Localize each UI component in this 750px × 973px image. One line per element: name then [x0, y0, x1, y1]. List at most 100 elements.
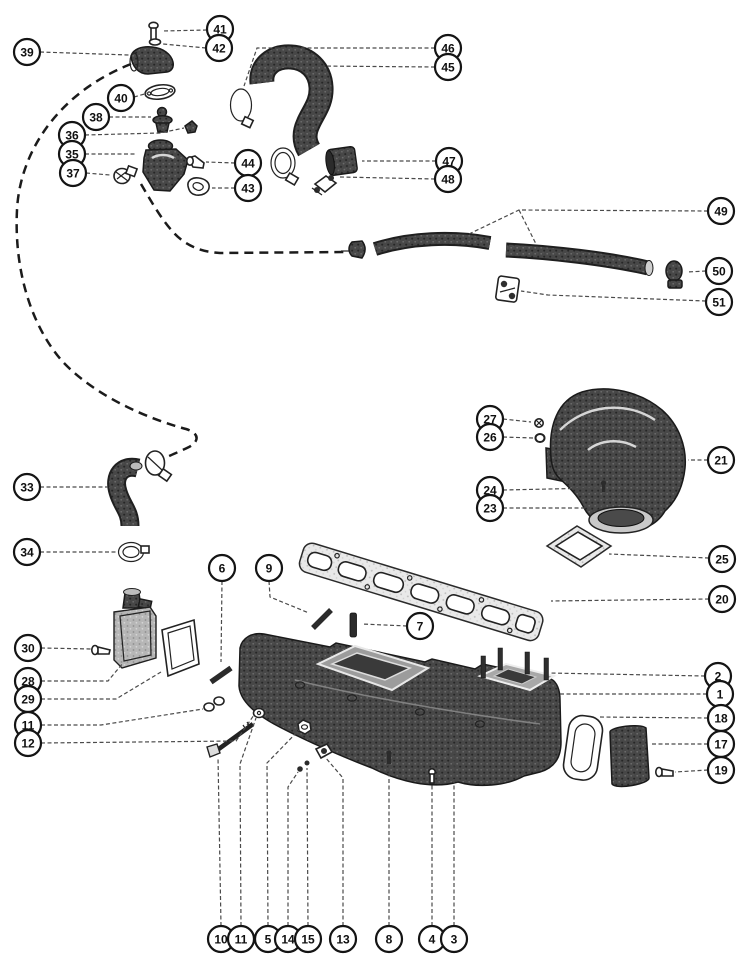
callout-number: 34: [20, 546, 34, 560]
leader-line: [220, 580, 223, 663]
callout-number: 18: [714, 712, 728, 726]
part-hose-clamp-37: [113, 164, 139, 185]
callout-number: 45: [441, 61, 455, 75]
callout-circle: [207, 553, 237, 583]
part-fitting-13: [314, 742, 334, 760]
callout-3: 3: [439, 748, 469, 954]
hose-routing-dash-right: [139, 183, 345, 255]
callout-number: 27: [483, 413, 497, 427]
part-thermostat-38: [152, 106, 173, 133]
callout-1: 1: [559, 679, 735, 709]
callout-number: 10: [214, 933, 228, 947]
part-screw-4: [427, 767, 436, 784]
callout-number: 35: [65, 148, 79, 162]
callout-circle: [706, 755, 736, 785]
part-exhaust-manifold-3: [238, 632, 562, 787]
callout-circle: [704, 256, 734, 286]
part-pin-8: [386, 750, 392, 764]
leader-line: [674, 769, 709, 773]
leader-line: [85, 172, 111, 176]
leader-line: [41, 708, 204, 726]
callout-21: 21: [688, 445, 736, 475]
part-thermostat-housing-35: [142, 139, 189, 192]
leader-line: [503, 491, 621, 509]
leader-line: [518, 209, 537, 245]
callout-number: 39: [20, 46, 34, 60]
leader-line: [598, 716, 709, 719]
callout-number: 24: [483, 484, 497, 498]
part-screw-27: [533, 417, 544, 428]
callout-number: 2: [715, 670, 722, 684]
leader-line: [239, 717, 257, 927]
callout-7: 7: [361, 611, 435, 641]
callout-circle: [233, 173, 263, 203]
callout-9: 9: [254, 553, 310, 614]
callout-48: 48: [339, 164, 463, 194]
part-tube-47: [325, 145, 358, 177]
leader-line: [306, 767, 309, 927]
callout-number: 28: [21, 675, 35, 689]
leader-line: [502, 487, 598, 491]
leader-line: [243, 47, 435, 87]
callout-44: 44: [205, 148, 263, 178]
callout-number: 20: [715, 593, 729, 607]
callout-circle: [13, 728, 43, 758]
callout-circle: [707, 544, 737, 574]
callout-number: 36: [65, 129, 79, 143]
part-fitting-36: [184, 120, 198, 134]
part-water-hose-49a: [372, 231, 492, 256]
callout-50: 50: [686, 256, 734, 286]
callout-circle: [475, 493, 505, 523]
part-hose-clamp-46b: [270, 147, 300, 187]
callout-8: 8: [374, 764, 404, 954]
callout-number: 7: [417, 620, 424, 634]
callout-number: 21: [714, 454, 728, 468]
leader-line: [41, 662, 124, 682]
callout-5: 5: [253, 729, 300, 954]
callout-40: 40: [106, 83, 149, 113]
callout-number: 23: [483, 502, 497, 516]
callout-number: 12: [21, 737, 35, 751]
callout-14: 14: [273, 771, 303, 954]
callout-number: 5: [265, 933, 272, 947]
part-stud-7: [349, 612, 357, 638]
part-stud-6: [209, 665, 233, 685]
part-fitting-hose-start: [341, 240, 366, 259]
callout-circle: [475, 422, 505, 452]
callout-number: 41: [213, 23, 227, 37]
callout-circle: [13, 633, 43, 663]
part-pipe-plug-5: [297, 719, 312, 735]
part-exhaust-hose-45: [249, 44, 334, 157]
callout-number: 44: [241, 157, 255, 171]
callout-51: 51: [520, 287, 734, 317]
part-water-hose-33: [107, 457, 143, 527]
leader-line: [468, 209, 709, 235]
callout-circle: [433, 52, 463, 82]
part-pin-24: [600, 480, 607, 492]
callout-15: 15: [293, 767, 323, 954]
leader-line: [133, 92, 149, 98]
end-flange-opening: [492, 668, 538, 685]
leader-line: [339, 176, 436, 180]
part-hose-clamp-46: [229, 88, 255, 129]
leader-line: [548, 672, 706, 677]
callout-38: 38: [81, 102, 151, 132]
part-drain-pocket-28: [113, 588, 157, 669]
callout-23: 23: [475, 491, 621, 523]
leader-line: [40, 647, 93, 650]
leader-line: [162, 43, 207, 49]
callout-circle: [328, 924, 358, 954]
part-hose-clamp-51: [495, 275, 520, 303]
callout-number: 25: [715, 553, 729, 567]
part-ring-26: [534, 433, 546, 443]
callout-circle: [704, 287, 734, 317]
callout-number: 8: [386, 933, 393, 947]
callout-number: 9: [266, 562, 273, 576]
leader-line: [266, 729, 300, 927]
callout-number: 43: [241, 182, 255, 196]
leader-line: [686, 270, 707, 273]
callout-10: 10: [206, 756, 236, 954]
callout-number: 49: [714, 205, 728, 219]
